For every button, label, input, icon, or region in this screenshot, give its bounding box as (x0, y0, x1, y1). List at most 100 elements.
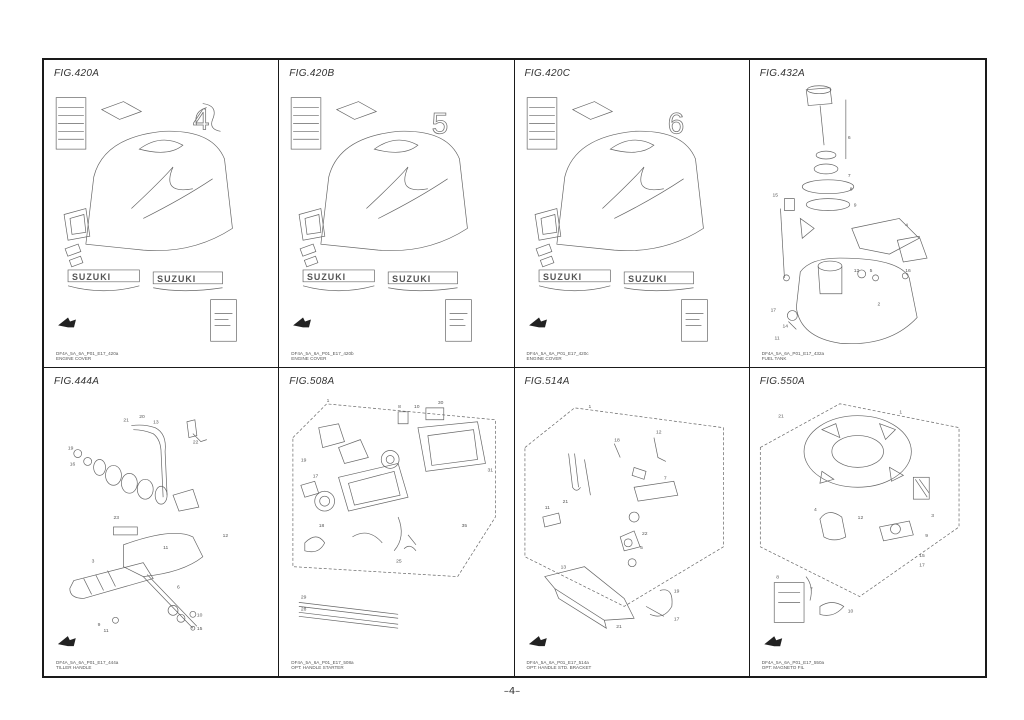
svg-text:23: 23 (113, 515, 119, 521)
figure-title: FIG.550A (759, 376, 805, 387)
figure-title: FIG.420B (289, 68, 335, 79)
svg-text:3: 3 (92, 559, 95, 565)
svg-text:22: 22 (642, 531, 648, 537)
svg-text:13: 13 (560, 565, 566, 571)
figure-panel-420b[interactable]: FIG.420B (279, 60, 515, 368)
svg-text:8: 8 (398, 404, 401, 410)
svg-text:9: 9 (925, 533, 928, 539)
engine-cover-illustration: SUZUKI SUZUKI 6 (526, 97, 708, 342)
svg-text:19: 19 (301, 457, 307, 463)
svg-text:12: 12 (223, 533, 229, 539)
figure-grid: FIG.420A (44, 60, 985, 676)
svg-text:17: 17 (770, 308, 776, 314)
svg-text:2: 2 (877, 302, 880, 308)
figure-caption: DF4A_5A_6A_P01_E17_508a OPT: HANDLE STAR… (291, 659, 354, 671)
figure-caption: DF4A_5A_6A_P01_E17_420c ENGINE COVER (526, 350, 589, 362)
arrow-icon (293, 317, 312, 328)
figure-caption: DF4A_5A_6A_P01_E17_514a OPT: HANDLE STD.… (526, 659, 592, 671)
svg-text:29: 29 (301, 594, 307, 600)
svg-text:17: 17 (919, 563, 925, 569)
svg-text:10: 10 (414, 404, 420, 410)
svg-text:4: 4 (905, 222, 908, 228)
svg-text:17: 17 (313, 473, 319, 479)
decal-brand-text: SUZUKI (72, 272, 111, 282)
decal-brand-text: SUZUKI (542, 272, 581, 282)
svg-text:8: 8 (776, 575, 779, 581)
svg-text:10: 10 (848, 608, 854, 614)
svg-text:21: 21 (778, 414, 784, 420)
decal-digit-text: 6 (667, 107, 684, 140)
arrow-icon (528, 636, 547, 647)
figure-caption: DF4A_5A_6A_P01_E17_444a TILLER HANDLE (56, 659, 119, 671)
figure-caption: DF4A_5A_6A_P01_E17_432a FUEL TANK (761, 350, 825, 362)
svg-text:12: 12 (655, 430, 661, 436)
figure-panel-514a[interactable]: FIG.514A 1 18 12 (515, 368, 750, 676)
engine-cover-illustration: SUZUKI SUZUKI 5 (291, 97, 472, 342)
svg-text:6: 6 (848, 135, 851, 141)
figure-panel-432a[interactable]: FIG.432A 6 7 8 9 (749, 60, 985, 368)
figure-panel-444a[interactable]: FIG.444A (44, 368, 280, 676)
svg-text:20: 20 (139, 414, 145, 420)
svg-text:7: 7 (810, 587, 813, 593)
svg-text:21: 21 (562, 499, 568, 505)
svg-text:1: 1 (899, 410, 902, 416)
svg-text:12: 12 (854, 268, 860, 274)
svg-text:15: 15 (197, 626, 203, 632)
figure-caption: DF4A_5A_6A_P01_E17_420a ENGINE COVER (56, 350, 119, 362)
figure-caption: DF4A_5A_6A_P01_E17_550a OPT: MAGNETO FIL (761, 659, 825, 671)
svg-text:30: 30 (438, 400, 444, 406)
decal-brand-text: SUZUKI (157, 274, 196, 284)
decal-digit-text: 4 (193, 103, 210, 136)
figure-panel-420a[interactable]: FIG.420A (44, 60, 280, 368)
svg-text:11: 11 (774, 335, 779, 341)
figure-title: FIG.514A (524, 376, 570, 387)
svg-text:17: 17 (673, 616, 679, 622)
decal-digit-text: 5 (432, 107, 449, 140)
figure-caption: DF4A_5A_6A_P01_E17_420b ENGINE COVER (291, 350, 354, 362)
svg-text:15: 15 (772, 193, 778, 199)
figure-panel-550a[interactable]: FIG.550A 21 1 3 (750, 368, 985, 676)
svg-text:5: 5 (640, 545, 643, 551)
svg-text:11: 11 (544, 505, 549, 511)
svg-text:16: 16 (905, 268, 911, 274)
figure-title: FIG.444A (54, 376, 100, 387)
svg-text:25: 25 (396, 559, 402, 565)
catalog-sheet: FIG.420A (42, 58, 987, 678)
svg-text:14: 14 (782, 323, 788, 329)
figure-title: FIG.420A (54, 68, 100, 79)
svg-text:4: 4 (814, 507, 817, 513)
decal-brand-text: SUZUKI (628, 274, 667, 284)
svg-text:7: 7 (848, 173, 851, 179)
svg-text:10: 10 (197, 612, 203, 618)
svg-text:3: 3 (931, 513, 934, 519)
svg-text:18: 18 (614, 438, 620, 444)
svg-text:12: 12 (857, 515, 863, 521)
svg-text:21: 21 (616, 624, 622, 630)
figure-title: FIG.432A (759, 68, 805, 79)
svg-text:5: 5 (869, 268, 872, 274)
arrow-icon (57, 636, 76, 647)
svg-text:19: 19 (673, 588, 679, 594)
svg-text:28: 28 (301, 606, 307, 612)
figure-title: FIG.420C (524, 68, 571, 79)
engine-cover-illustration: SUZUKI SUZUKI 4 (55, 97, 237, 342)
arrow-icon (528, 317, 547, 328)
svg-text:1: 1 (327, 398, 330, 404)
svg-text:1: 1 (588, 404, 591, 410)
svg-text:31: 31 (488, 467, 494, 473)
svg-text:6: 6 (177, 585, 180, 591)
figure-title: FIG.508A (289, 376, 335, 387)
decal-brand-text: SUZUKI (307, 272, 346, 282)
svg-text:7: 7 (663, 475, 666, 481)
svg-text:19: 19 (68, 446, 74, 452)
svg-text:8: 8 (850, 187, 853, 193)
svg-text:15: 15 (919, 553, 925, 559)
svg-text:11: 11 (163, 545, 168, 551)
svg-text:16: 16 (70, 461, 76, 467)
svg-text:9: 9 (854, 203, 857, 209)
figure-panel-420c[interactable]: FIG.420C (514, 60, 750, 368)
